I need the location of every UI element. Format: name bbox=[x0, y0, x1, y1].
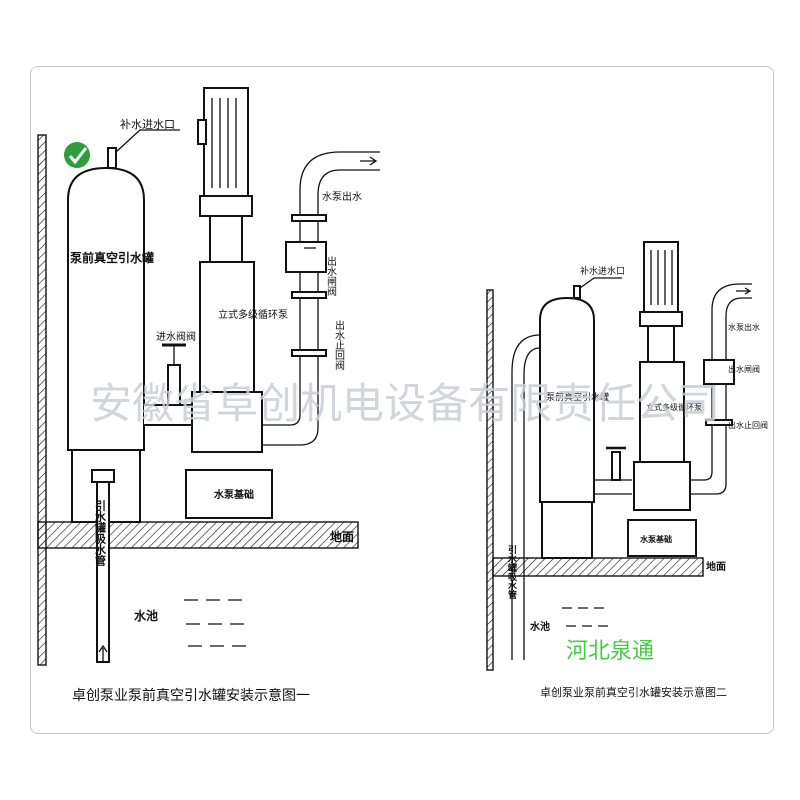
water-surface-lines bbox=[184, 599, 246, 647]
suction-pipe-label-2: 引水罐吸水管 bbox=[506, 544, 518, 600]
ground-slab-2 bbox=[492, 557, 704, 577]
diagram-two: 地面 泵前真空引水罐 引水罐吸水管 水池 补水进水口 立式多级循环泵 水泵基础 bbox=[486, 241, 768, 699]
outlet-piping: 水泵出水 出水闸阀 出水止回阀 bbox=[262, 151, 380, 446]
tank-label-2: 泵前真空引水罐 bbox=[546, 391, 609, 403]
pump-motor bbox=[203, 87, 249, 197]
company-logo-icon bbox=[64, 142, 90, 168]
outlet-piping-2 bbox=[690, 283, 752, 481]
pump-base-2 bbox=[627, 519, 697, 557]
pump-outlet-label: 水泵出水 bbox=[322, 190, 362, 203]
left-wall bbox=[37, 134, 47, 666]
pump-label: 立式多级循环泵 bbox=[218, 308, 288, 321]
caption-two: 卓创泵业泵前真空引水罐安装示意图二 bbox=[540, 685, 727, 699]
water-surface-lines-2 bbox=[562, 607, 608, 627]
suction-pipe-label: 引水罐吸水管 bbox=[94, 499, 108, 567]
inlet-valve-label: 进水阀阀 bbox=[156, 330, 196, 343]
ground-slab bbox=[37, 521, 359, 549]
inlet-pipe-2 bbox=[594, 479, 632, 495]
pump-label-2: 立式多级循环泵 bbox=[646, 402, 702, 412]
check-valve-label-2: 出水止回阀 bbox=[728, 420, 768, 430]
outlet-gate-label: 出水闸阀 bbox=[325, 255, 337, 297]
pump-base-label: 水泵基础 bbox=[213, 488, 254, 501]
suction-pipe-2 bbox=[511, 334, 541, 660]
outlet-gate-valve bbox=[285, 241, 327, 273]
pump-outlet-label-2: 水泵出水 bbox=[728, 322, 760, 332]
outlet-gate-label-2: 出水闸阀 bbox=[728, 364, 760, 374]
makeup-inlet: 补水进水口 bbox=[107, 118, 180, 169]
vacuum-tank: 泵前真空引水罐 bbox=[67, 166, 154, 523]
pump-motor-2 bbox=[643, 241, 679, 313]
vertical-pump: 立式多级循环泵 水泵基础 bbox=[185, 87, 288, 519]
ground-label-2: 地面 bbox=[706, 560, 726, 573]
check-valve-label: 出水止回阀 bbox=[333, 319, 345, 371]
left-wall-2 bbox=[486, 289, 494, 671]
caption-one: 卓创泵业泵前真空引水罐安装示意图一 bbox=[72, 687, 310, 704]
diagram-one: 地面 泵前真空引水罐 补水进水口 引水罐吸水管 水池 bbox=[37, 87, 380, 704]
pump-base-label-2: 水泵基础 bbox=[639, 534, 672, 544]
inlet-valve-2 bbox=[611, 451, 621, 481]
check-valve bbox=[291, 349, 327, 357]
watermark-green-text: 河北泉通 bbox=[566, 639, 654, 664]
makeup-inlet-label-2: 补水进水口 bbox=[580, 265, 625, 277]
inlet-valve: 进水阀阀 bbox=[156, 330, 196, 406]
tank-label: 泵前真空引水罐 bbox=[70, 250, 154, 265]
vacuum-tank-2 bbox=[539, 296, 595, 503]
makeup-inlet-label: 补水进水口 bbox=[120, 118, 175, 131]
suction-pipe: 引水罐吸水管 bbox=[91, 469, 115, 663]
pool-label: 水池 bbox=[134, 608, 158, 623]
pump-base bbox=[185, 469, 273, 519]
check-valve-2 bbox=[705, 419, 733, 426]
outlet-gate-valve-2 bbox=[703, 359, 735, 385]
ground-label: 地面 bbox=[330, 529, 354, 544]
pool-label-2: 水池 bbox=[529, 620, 550, 633]
pump-body-2 bbox=[639, 361, 685, 463]
watermark-text: 安徽省阜创机电设备有限责任公司 bbox=[90, 379, 720, 428]
pump-body bbox=[199, 261, 255, 393]
